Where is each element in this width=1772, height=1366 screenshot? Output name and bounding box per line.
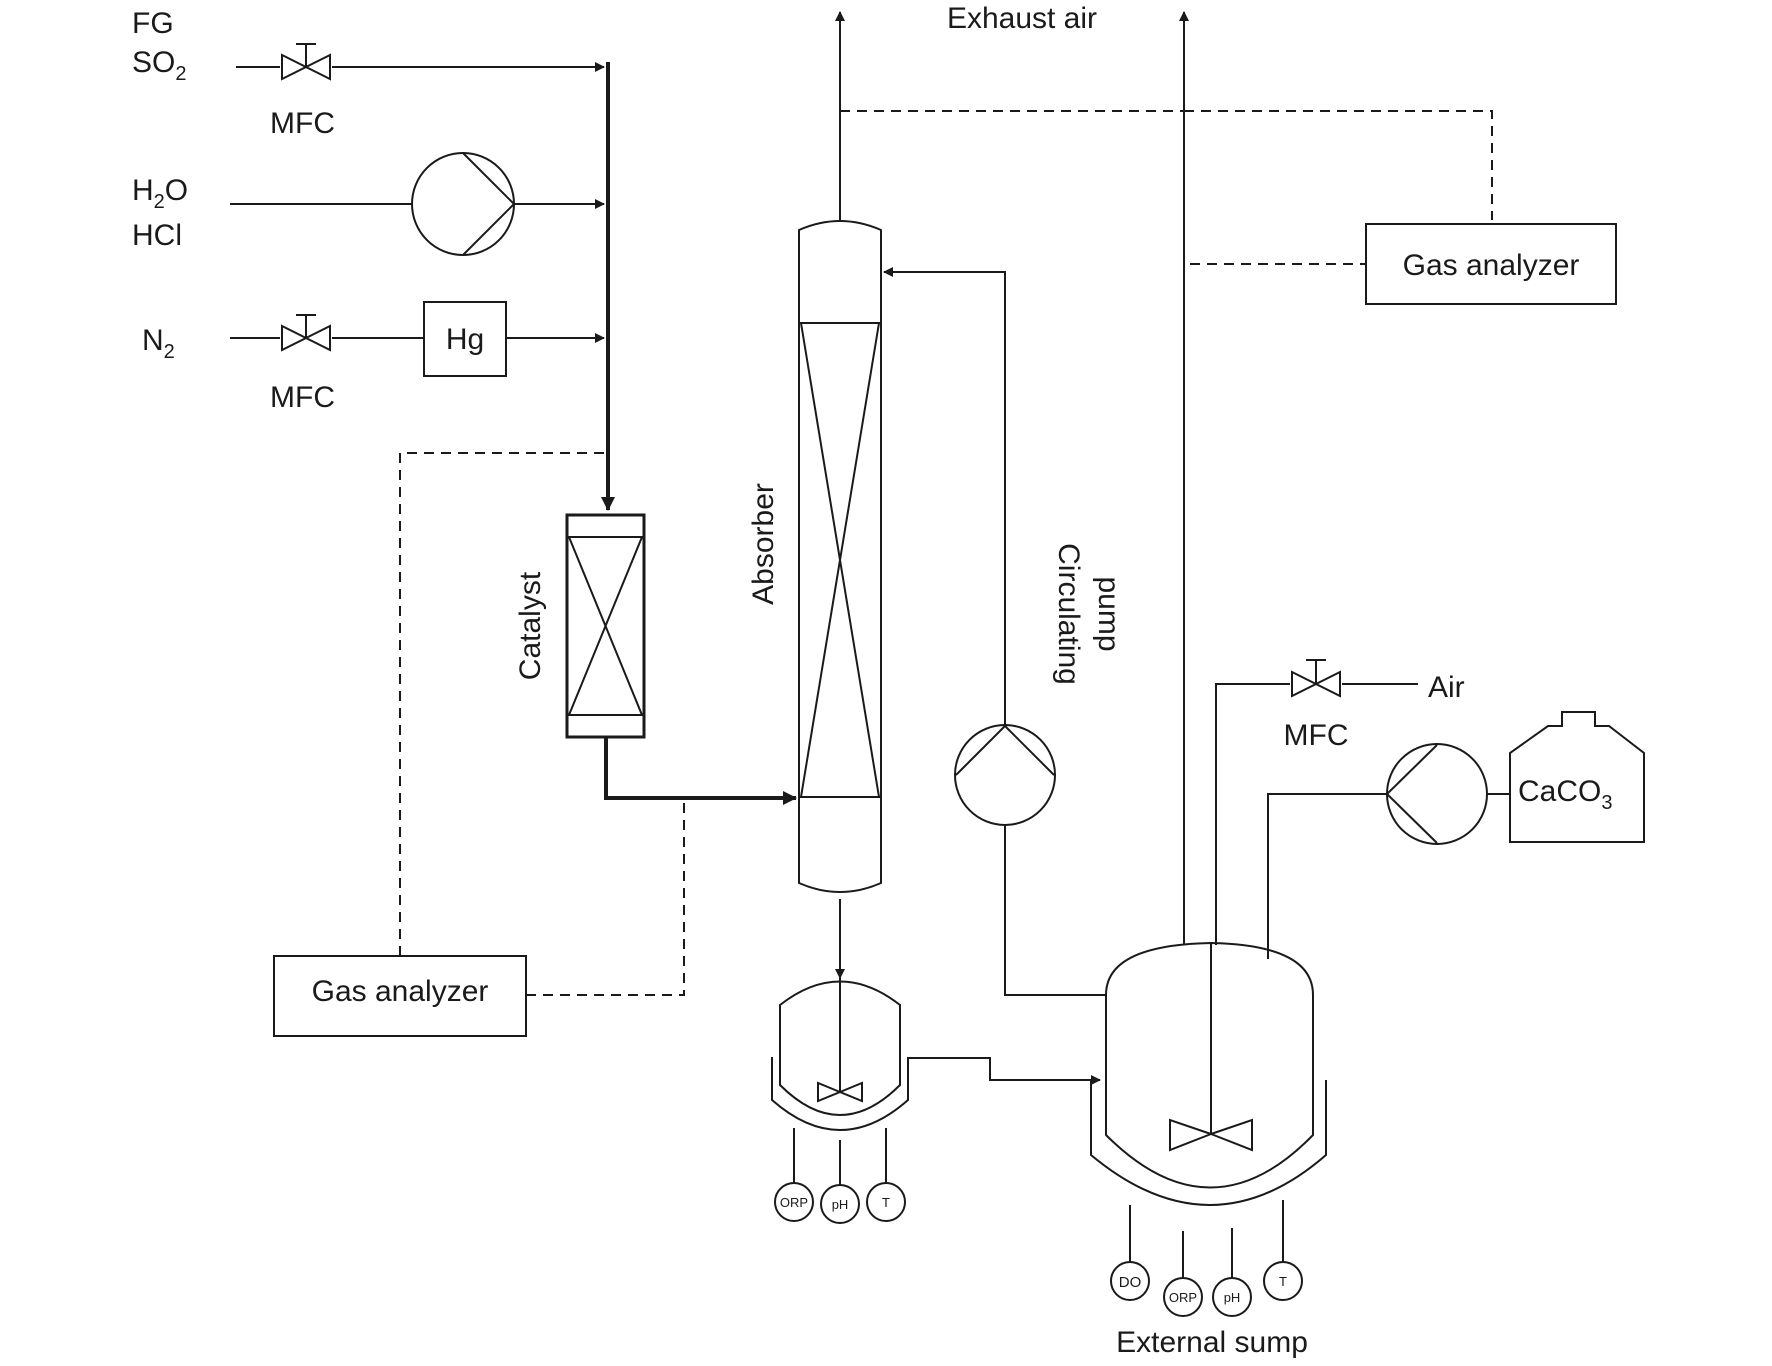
hg-source-label: Hg <box>446 323 484 356</box>
fg-label: FG <box>132 7 174 40</box>
absorber-label: Absorber <box>747 483 780 605</box>
external-sump-do-sensor: DO <box>1110 1261 1150 1301</box>
catalyst-outlet-line <box>604 737 797 805</box>
small-stirred-tank <box>771 978 909 1131</box>
small-tank-ph-sensor: pH <box>820 1184 860 1224</box>
svg-text:ORP: ORP <box>1169 1290 1197 1305</box>
air-supply-line <box>1215 683 1290 945</box>
gas-analyzer-right-label: Gas analyzer <box>1403 249 1580 282</box>
small-tank-probes <box>793 1128 887 1186</box>
mfc-valve-mid-icon <box>281 314 331 352</box>
external-sump-agitator-icon <box>1169 1118 1253 1152</box>
caco3-tank <box>1509 711 1645 843</box>
outlet-sampling-line <box>526 800 685 996</box>
absorber-column <box>798 220 882 893</box>
caco3-label: CaCO3 <box>1518 775 1612 814</box>
gas-analyzer-right-box <box>1365 223 1617 305</box>
hg-source-box <box>423 301 507 377</box>
dosing-pump-icon <box>411 152 515 256</box>
external-sump-probes <box>1129 1200 1284 1278</box>
gas-analyzer-left-box <box>273 955 527 1037</box>
external-sump-ph-sensor: pH <box>1212 1277 1252 1317</box>
external-sump-t-sensor: T <box>1263 1261 1303 1301</box>
svg-text:T: T <box>1279 1274 1287 1289</box>
small-tank-orp-sensor: ORP <box>774 1182 814 1222</box>
gas-analyzer-left-label: Gas analyzer <box>312 975 489 1008</box>
tank-to-sump-line <box>908 1057 1101 1085</box>
svg-text:ORP: ORP <box>780 1195 808 1210</box>
mfc-air-label: MFC <box>1284 719 1349 752</box>
caco3-feed-line <box>1267 793 1387 959</box>
mfc-valve-air-icon <box>1291 659 1341 698</box>
svg-text:pH: pH <box>1224 1290 1241 1305</box>
external-sump-tank <box>1090 941 1327 1206</box>
h2o-label: H2O <box>132 174 188 213</box>
circulating-pump-suction-line <box>1004 825 1106 996</box>
inlet-sampling-line <box>399 452 604 956</box>
svg-text:T: T <box>882 1195 890 1210</box>
mfc-top-label: MFC <box>270 107 335 140</box>
catalyst-label: Catalyst <box>514 571 547 680</box>
mfc-mid-label: MFC <box>270 381 335 414</box>
so2-label: SO2 <box>132 46 186 85</box>
svg-text:pH: pH <box>832 1197 849 1212</box>
external-sump-orp-sensor: ORP <box>1163 1277 1203 1317</box>
catalyst-reactor <box>565 513 646 739</box>
exhaust-air-label: Exhaust air <box>947 2 1097 35</box>
circulating-pump-icon <box>954 724 1056 826</box>
small-tank-t-sensor: T <box>866 1182 906 1222</box>
hcl-label: HCl <box>132 219 182 252</box>
recirculation-return-line <box>883 267 1006 725</box>
external-sump-label: External sump <box>1116 1326 1308 1359</box>
absorber-sampling-line <box>840 110 1493 220</box>
mfc-valve-top-icon <box>281 43 331 81</box>
svg-text:DO: DO <box>1119 1274 1142 1291</box>
n2-label: N2 <box>142 324 175 363</box>
small-tank-agitator-icon <box>817 1081 863 1103</box>
caco3-pump-icon <box>1386 743 1488 845</box>
air-label: Air <box>1428 671 1465 704</box>
